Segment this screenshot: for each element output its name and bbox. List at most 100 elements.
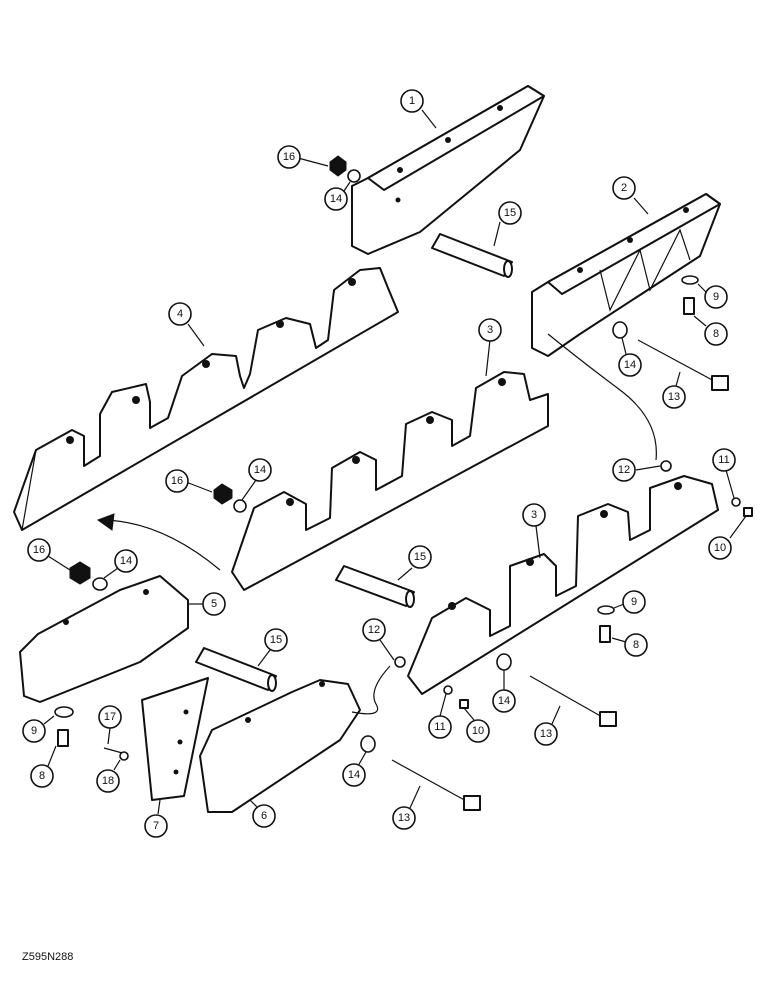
callout-17: 17 bbox=[98, 705, 122, 745]
bolt-13-a bbox=[637, 339, 729, 391]
svg-text:10: 10 bbox=[714, 542, 726, 554]
part-2-bracket bbox=[531, 193, 721, 357]
svg-text:13: 13 bbox=[668, 391, 680, 403]
callout-11-b: 11 bbox=[428, 693, 452, 739]
svg-text:11: 11 bbox=[434, 721, 445, 733]
svg-text:15: 15 bbox=[414, 551, 426, 563]
callout-14-b: 14 bbox=[241, 458, 272, 501]
callout-16-b: 16 bbox=[165, 469, 213, 493]
svg-text:1: 1 bbox=[409, 95, 415, 107]
svg-text:14: 14 bbox=[254, 464, 266, 476]
washer-9-c bbox=[54, 706, 74, 718]
svg-text:6: 6 bbox=[261, 810, 267, 822]
callout-14-e: 14 bbox=[492, 670, 516, 713]
part-5-bracket bbox=[19, 575, 189, 703]
svg-text:12: 12 bbox=[368, 624, 380, 636]
svg-text:16: 16 bbox=[283, 151, 295, 163]
svg-text:4: 4 bbox=[177, 308, 183, 320]
bolt-8-c bbox=[57, 729, 69, 747]
callout-12-b: 12 bbox=[362, 618, 395, 661]
callout-14-f: 14 bbox=[342, 751, 367, 787]
callout-13-b: 13 bbox=[534, 705, 561, 746]
callout-7: 7 bbox=[144, 799, 168, 838]
svg-text:14: 14 bbox=[120, 555, 132, 567]
washer-14-f bbox=[360, 735, 376, 753]
svg-text:12: 12 bbox=[618, 464, 630, 476]
part-4-rail bbox=[13, 267, 399, 531]
washer-14-c bbox=[92, 577, 108, 591]
svg-text:14: 14 bbox=[624, 359, 636, 371]
callout-14-d: 14 bbox=[618, 337, 642, 377]
washer-18 bbox=[119, 751, 129, 761]
callout-9-c: 9 bbox=[22, 715, 55, 743]
callout-10-a: 10 bbox=[708, 515, 747, 560]
svg-text:3: 3 bbox=[487, 324, 493, 336]
svg-text:16: 16 bbox=[33, 544, 45, 556]
callout-15-c: 15 bbox=[257, 628, 288, 667]
callout-8-c: 8 bbox=[30, 745, 57, 788]
nut-16-b bbox=[213, 483, 233, 505]
svg-text:13: 13 bbox=[398, 812, 410, 824]
callout-13-a: 13 bbox=[662, 371, 686, 409]
svg-text:8: 8 bbox=[39, 770, 45, 782]
bolt-8-b bbox=[599, 625, 611, 643]
callout-1: 1 bbox=[400, 89, 437, 129]
washer-9-b bbox=[597, 605, 615, 615]
callout-9-b: 9 bbox=[613, 590, 646, 614]
callout-15-a: 15 bbox=[493, 201, 522, 247]
svg-text:18: 18 bbox=[102, 775, 114, 787]
callout-16-a: 16 bbox=[277, 145, 329, 169]
part-3-rail-middle bbox=[231, 371, 549, 591]
svg-text:14: 14 bbox=[348, 769, 360, 781]
washer-11-a bbox=[731, 497, 741, 507]
svg-text:10: 10 bbox=[472, 725, 484, 737]
part-1-bracket bbox=[351, 85, 545, 255]
pin-15-c bbox=[195, 647, 277, 692]
assembly-arrow-head bbox=[96, 513, 115, 531]
callout-8-b: 8 bbox=[611, 633, 648, 657]
svg-text:7: 7 bbox=[153, 820, 159, 832]
nut-16-c bbox=[69, 561, 91, 585]
washer-14-a bbox=[347, 169, 361, 183]
callout-10-b: 10 bbox=[463, 707, 490, 743]
svg-text:15: 15 bbox=[270, 634, 282, 646]
pin-15-b bbox=[335, 565, 415, 608]
screw-10-a bbox=[743, 507, 753, 517]
callout-16-c: 16 bbox=[27, 538, 71, 571]
svg-text:5: 5 bbox=[211, 598, 217, 610]
part-3-rail-lower bbox=[407, 475, 719, 695]
svg-text:9: 9 bbox=[713, 291, 719, 303]
callout-3-lower: 3 bbox=[522, 503, 546, 559]
bolt-8-a bbox=[683, 297, 695, 315]
svg-text:17: 17 bbox=[104, 711, 116, 723]
bolt-13-b bbox=[529, 675, 617, 727]
nut-12-a bbox=[660, 460, 672, 472]
svg-text:9: 9 bbox=[631, 596, 637, 608]
bolt-13-c bbox=[391, 759, 481, 811]
callout-6: 6 bbox=[249, 799, 276, 828]
nut-12-b bbox=[394, 656, 406, 668]
washer-14-b bbox=[233, 499, 247, 513]
callout-2: 2 bbox=[612, 176, 649, 215]
svg-text:14: 14 bbox=[330, 193, 342, 205]
svg-text:9: 9 bbox=[31, 725, 37, 737]
callout-14-a: 14 bbox=[324, 181, 351, 211]
callout-8-a: 8 bbox=[693, 315, 728, 346]
wire-route-a bbox=[547, 333, 657, 461]
svg-text:15: 15 bbox=[504, 207, 516, 219]
callout-15-b: 15 bbox=[397, 545, 432, 581]
callout-4: 4 bbox=[168, 302, 205, 347]
washer-11-b bbox=[443, 685, 453, 695]
svg-text:11: 11 bbox=[718, 454, 729, 466]
figure-id: Z595N288 bbox=[22, 951, 73, 963]
svg-text:2: 2 bbox=[621, 182, 627, 194]
washer-14-e bbox=[496, 653, 512, 671]
callout-5: 5 bbox=[188, 592, 226, 616]
washer-14-d bbox=[612, 321, 628, 339]
callout-9-a: 9 bbox=[697, 283, 728, 309]
svg-text:8: 8 bbox=[713, 328, 719, 340]
callout-14-c: 14 bbox=[103, 549, 138, 579]
screw-10-b bbox=[459, 699, 469, 709]
part-6-bracket bbox=[199, 679, 361, 813]
